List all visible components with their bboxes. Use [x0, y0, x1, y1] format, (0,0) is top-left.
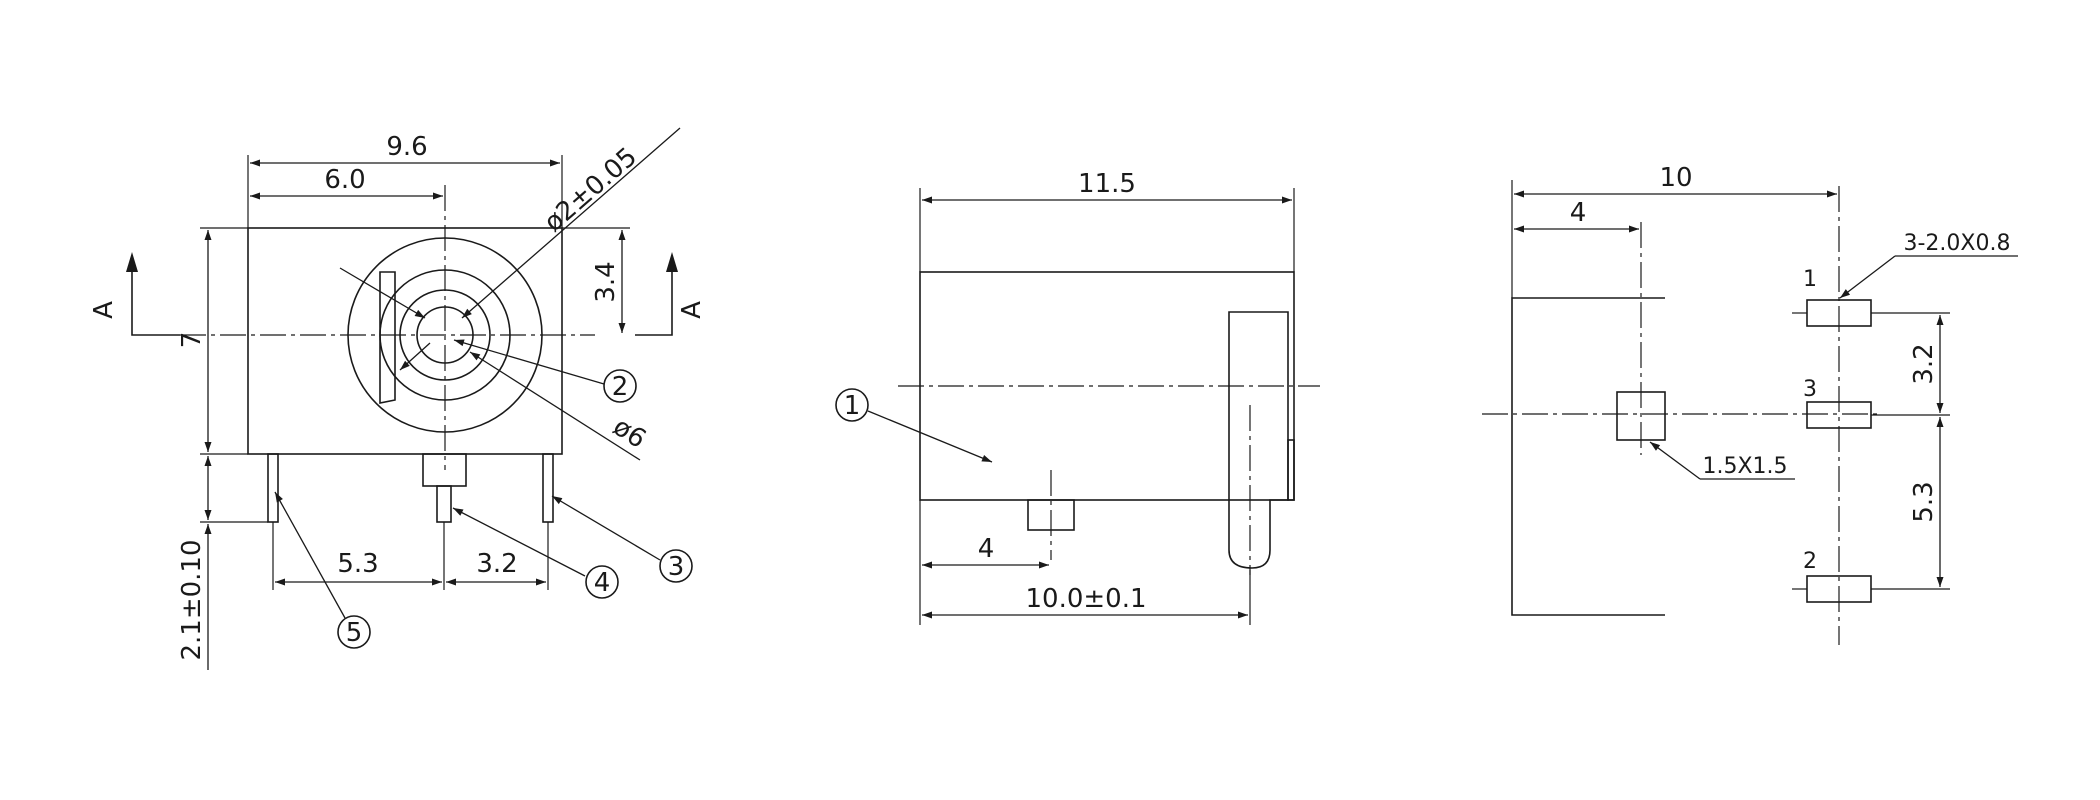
balloon-3	[659, 549, 693, 583]
section-label-left: A	[89, 301, 119, 319]
side-flange	[1228, 311, 1289, 569]
section-marker-right	[635, 258, 673, 336]
dim-pin-diameter: ø2±0.05	[539, 142, 643, 238]
balloon-2-label: 2	[612, 372, 629, 402]
square-pad-note: 1.5X1.5	[1702, 454, 1787, 479]
leader-hole-diameter-inner	[399, 342, 431, 371]
footprint-view: 1 3 2 10 4 3-2.0X0.8 1.5X1.5 3.2 5.3	[1482, 163, 2018, 645]
side-flange-step	[1287, 439, 1295, 501]
spring-contact	[379, 271, 396, 404]
pin-center	[436, 485, 452, 523]
balloon-2	[603, 369, 637, 403]
footprint-body-outline	[1511, 297, 1665, 616]
leader-balloon-4	[452, 507, 586, 577]
jack-outer-circle	[347, 237, 543, 433]
dim-pad-offset: 4	[1570, 198, 1587, 228]
leader-square-pad-arrow	[1649, 441, 1701, 480]
side-view: 11.5 4 10.0±0.1 1	[835, 169, 1320, 625]
dim-center-height: 3.4	[591, 261, 621, 302]
pad-label-3: 3	[1803, 377, 1817, 402]
leader-balloon-3	[551, 495, 661, 561]
dim-pin-to-face: 10.0±0.1	[1025, 584, 1146, 614]
dim-pin-spacing-right: 3.2	[476, 549, 517, 579]
leader-pin-diameter	[461, 127, 681, 319]
pin-left	[267, 453, 279, 523]
leader-hole-diameter	[469, 351, 641, 461]
leader-slot-arrow	[1839, 255, 1896, 299]
dim-pin-offset: 4	[978, 534, 995, 564]
balloon-1	[835, 388, 869, 422]
balloon-5	[337, 615, 371, 649]
dim-center-offset: 6.0	[324, 165, 365, 195]
balloon-1-label: 1	[844, 391, 861, 421]
dim-pin-spacing-left: 5.3	[337, 549, 378, 579]
dim-body-length: 11.5	[1078, 169, 1136, 199]
leader-balloon-2	[453, 339, 605, 385]
pin-right	[542, 453, 554, 523]
section-marker-left	[131, 258, 180, 336]
center-pin-circle	[416, 306, 474, 364]
balloon-4-label: 4	[594, 568, 611, 598]
front-view: 9.6 6.0 7 3.4 2.1±0.10 5.3 3.2 ø2±0.05 ø…	[89, 127, 707, 670]
dim-hole-diameter: ø6	[608, 412, 652, 455]
slot-note: 3-2.0X0.8	[1904, 231, 2011, 256]
front-body-outline	[247, 227, 563, 455]
balloon-4	[585, 565, 619, 599]
dim-pitch-lower: 5.3	[1909, 481, 1939, 522]
pad-label-1: 1	[1803, 267, 1817, 292]
leader-balloon-1	[867, 410, 993, 463]
leader-balloon-5	[274, 491, 346, 619]
pad-label-2: 2	[1803, 549, 1817, 574]
dim-overall-width: 9.6	[386, 132, 427, 162]
section-label-right: A	[677, 301, 707, 319]
dim-pitch-upper: 3.2	[1909, 343, 1939, 384]
leader-pin-diameter-short	[339, 267, 426, 319]
jack-inner-ring-circle	[399, 289, 491, 381]
dim-pin-length: 2.1±0.10	[177, 539, 207, 660]
dim-footprint-width: 10	[1659, 163, 1692, 193]
balloon-3-label: 3	[668, 552, 685, 582]
balloon-5-label: 5	[346, 618, 363, 648]
dim-height: 7	[177, 332, 207, 349]
